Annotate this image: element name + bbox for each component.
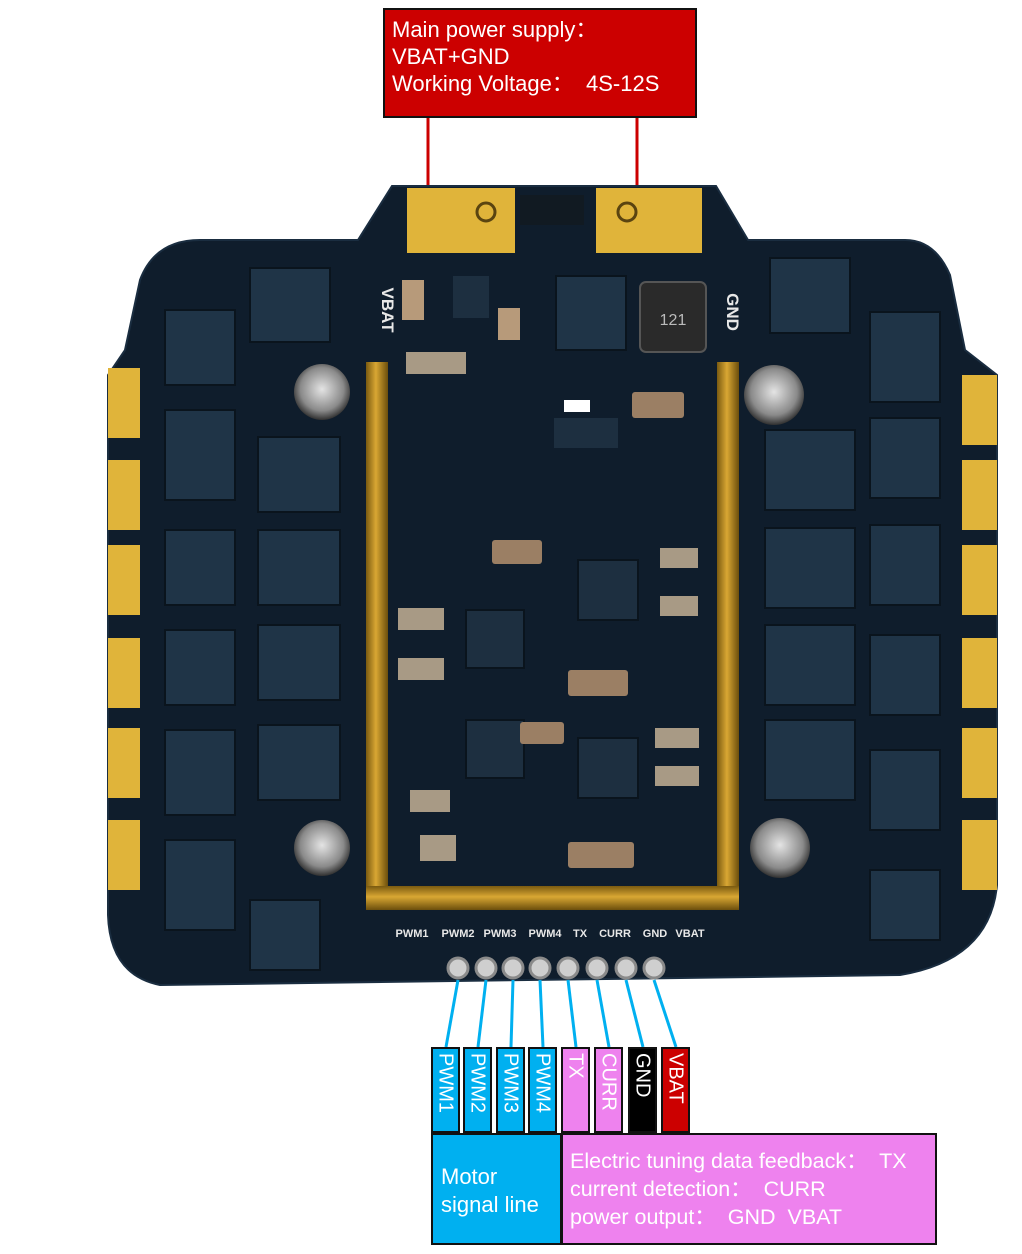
solder-pad: [614, 956, 638, 980]
inductor-label: 121: [660, 312, 687, 329]
solder-pad: [585, 956, 609, 980]
signal-wire: [595, 979, 611, 1048]
pad-silkscreen-label: TX: [573, 928, 588, 940]
signal-wire: [566, 979, 578, 1048]
solder-pad-row: [446, 956, 666, 980]
motor-pads-left: [108, 368, 140, 890]
motor-line-1: Motor: [441, 1164, 498, 1189]
mounting-holes: [294, 364, 810, 878]
mosfets: [164, 257, 941, 971]
pad-silkscreen-label: PWM1: [396, 928, 429, 940]
power-line-1: Main power supply：: [392, 17, 598, 42]
pin-tab-label: VBAT: [664, 1053, 687, 1104]
pin-tab-label: PWM3: [499, 1053, 522, 1113]
pcb-board: [107, 185, 998, 987]
solder-pad: [556, 956, 580, 980]
pad-label-row: PWM1 PWM2 PWM3 PWM4 TX CURR GND VBAT: [396, 928, 705, 940]
signal-wire: [652, 979, 678, 1048]
pin-tab-tx: TX: [561, 1047, 590, 1133]
pad-silkscreen-label: VBAT: [675, 928, 704, 940]
motor-signal-callout: Motor signal line: [431, 1133, 562, 1245]
solder-pad: [446, 956, 470, 980]
bus-bars: [366, 362, 739, 910]
pin-tab-label: TX: [564, 1053, 587, 1079]
pin-tab-label: PWM1: [434, 1053, 457, 1113]
motor-line-2: signal line: [441, 1192, 539, 1217]
pad-silkscreen-label: GND: [643, 928, 668, 940]
power-line-3: Working Voltage： 4S-12S: [392, 71, 660, 96]
signal-wires: [444, 979, 678, 1048]
pin-tab-label: GND: [631, 1053, 654, 1098]
pin-tab-label: PWM2: [466, 1053, 489, 1113]
pin-tab-curr: CURR: [594, 1047, 623, 1133]
motor-pads-right: [962, 375, 997, 890]
power-line-2: VBAT+GND: [392, 44, 510, 69]
pin-tab-vbat: VBAT: [661, 1047, 690, 1133]
pin-tab-gnd: GND: [628, 1047, 657, 1133]
pad-silkscreen-label: PWM4: [529, 928, 563, 940]
signal-wire: [538, 979, 545, 1048]
pin-tab-label: PWM4: [531, 1053, 554, 1113]
center-components: 121: [398, 275, 707, 868]
solder-pad: [642, 956, 666, 980]
solder-pad: [474, 956, 498, 980]
signal-wire: [509, 979, 515, 1048]
power-pads: [407, 188, 702, 253]
solder-pad: [528, 956, 552, 980]
pin-tab-label: CURR: [597, 1053, 620, 1111]
pad-silkscreen-label: PWM2: [442, 928, 475, 940]
solder-pad: [501, 956, 525, 980]
feedback-callout: Electric tuning data feedback： TX curren…: [561, 1133, 937, 1245]
pin-tab-pwm3: PWM3: [496, 1047, 525, 1133]
pad-silkscreen-label: PWM3: [484, 928, 517, 940]
silkscreen-vbat: VBAT: [378, 287, 397, 333]
feedback-line-3: power output： GND VBAT: [570, 1205, 843, 1229]
pin-tab-pwm4: PWM4: [528, 1047, 557, 1133]
pin-tab-pwm2: PWM2: [463, 1047, 492, 1133]
signal-wire: [444, 979, 460, 1048]
power-wires: [426, 118, 639, 188]
signal-wire: [476, 979, 488, 1048]
feedback-line-2: current detection： CURR: [570, 1177, 826, 1201]
pad-silkscreen-label: CURR: [599, 928, 631, 940]
feedback-line-1: Electric tuning data feedback： TX: [570, 1149, 907, 1173]
pin-tab-pwm1: PWM1: [431, 1047, 460, 1133]
silkscreen-gnd: GND: [723, 293, 742, 331]
power-supply-callout: Main power supply： VBAT+GND Working Volt…: [383, 8, 697, 118]
signal-wire: [624, 979, 645, 1048]
